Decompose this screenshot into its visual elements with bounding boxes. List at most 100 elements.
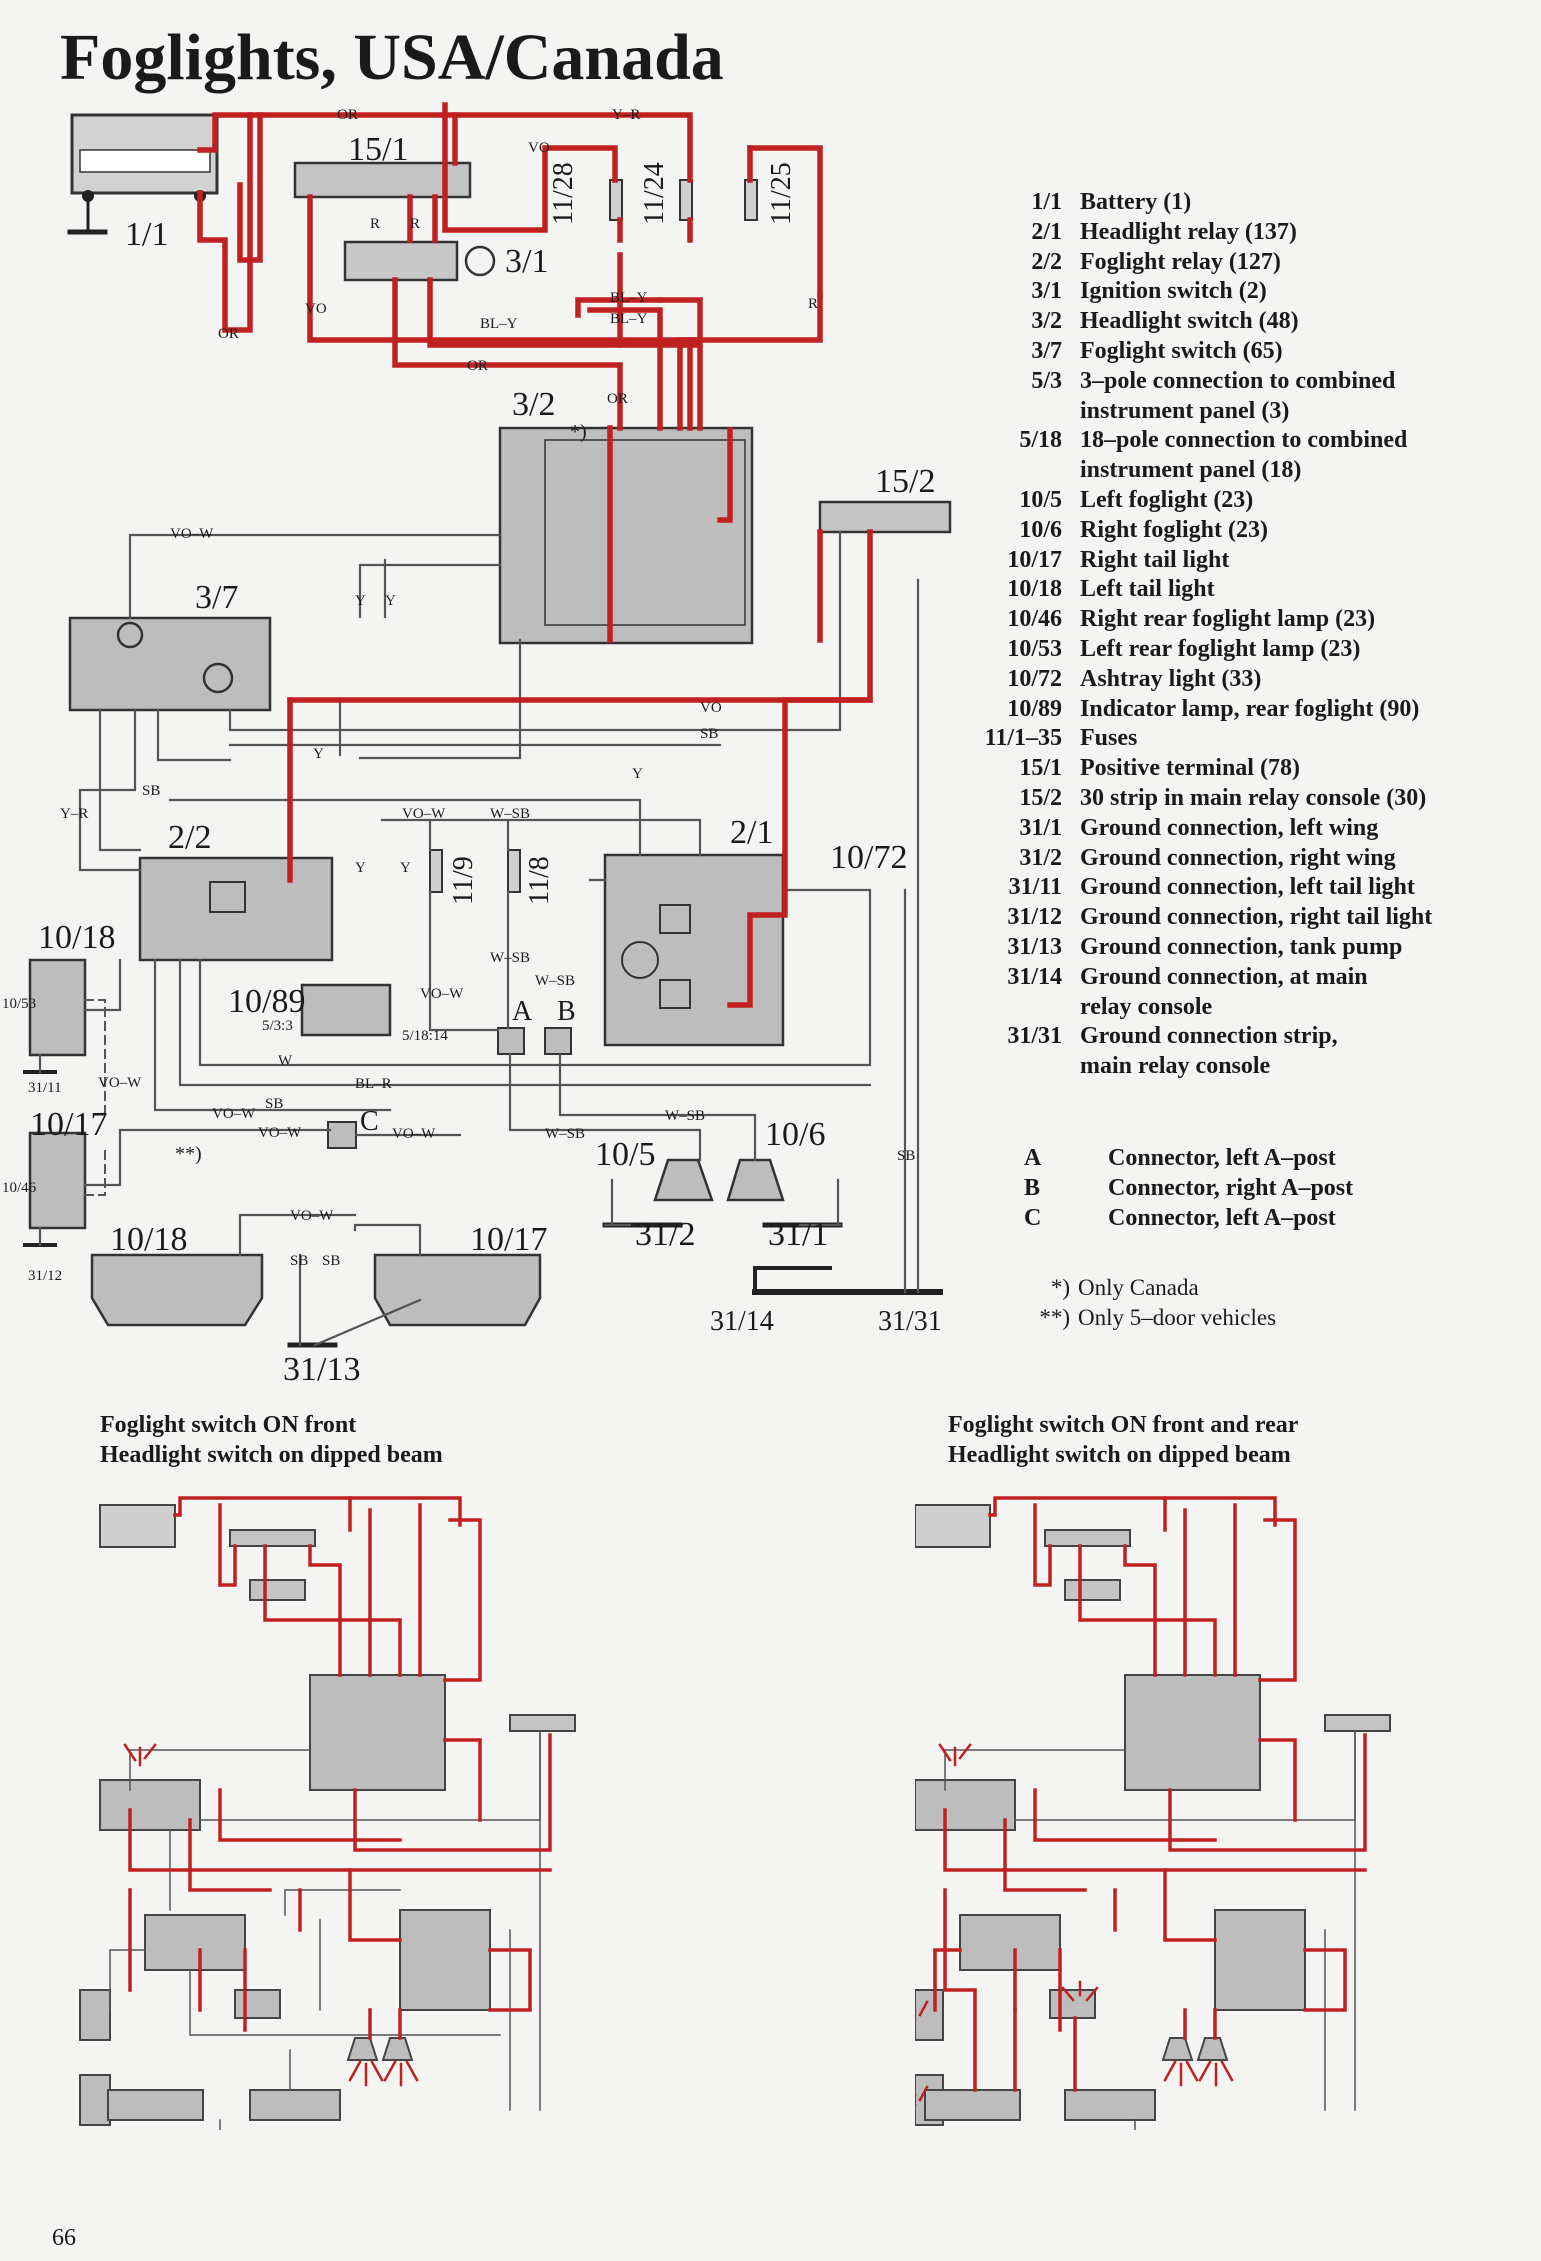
svg-text:VO: VO — [700, 700, 722, 716]
svg-text:W–SB: W–SB — [665, 1108, 705, 1124]
label-10-18: 10/18 — [38, 919, 115, 956]
label-C: C — [360, 1106, 379, 1137]
svg-text:Y: Y — [632, 766, 643, 782]
svg-text:11/28: 11/28 — [548, 162, 579, 225]
legend-row: main relay console — [1080, 1053, 1271, 1080]
svg-text:BL–Y: BL–Y — [610, 290, 648, 306]
svg-text:Y: Y — [313, 746, 324, 762]
svg-text:VO–W: VO–W — [402, 806, 446, 822]
svg-text:11/8: 11/8 — [524, 856, 555, 905]
svg-text:5/3:3: 5/3:3 — [262, 1018, 293, 1034]
svg-text:31/12: 31/12 — [28, 1268, 62, 1284]
svg-text:W–SB: W–SB — [545, 1126, 585, 1142]
label-10-89: 10/89 — [228, 983, 305, 1020]
label-31-14: 31/14 — [710, 1306, 774, 1337]
svg-text:11/25: 11/25 — [766, 162, 797, 225]
svg-text:W–SB: W–SB — [490, 950, 530, 966]
svg-text:Y: Y — [355, 860, 366, 876]
diagram-thumbnail-front — [79, 1496, 576, 2130]
label-31-13: 31/13 — [283, 1351, 360, 1388]
footnotes: *)Only Canada **)Only 5–door vehicles — [1030, 1273, 1276, 1333]
svg-text:10/53: 10/53 — [2, 996, 36, 1012]
svg-text:VO–W: VO–W — [258, 1125, 302, 1141]
label-2-1: 2/1 — [730, 814, 773, 851]
label-2-2: 2/2 — [168, 819, 211, 856]
svg-text:BL–Y: BL–Y — [480, 316, 518, 332]
diagram-thumbnail-front-rear — [915, 1496, 1391, 2130]
label-note-canada: *) — [570, 421, 587, 443]
svg-text:R: R — [370, 216, 380, 232]
svg-text:BL–Y: BL–Y — [610, 311, 648, 327]
footnote-row: *)Only Canada — [1050, 1275, 1199, 1300]
wiring-diagram: 1/1 15/1 3/1 3/2 3/7 15/2 2/2 2/1 10/72 … — [2, 102, 952, 1388]
svg-text:10/46: 10/46 — [2, 1180, 37, 1196]
svg-text:Y: Y — [400, 860, 411, 876]
svg-text:VO: VO — [305, 301, 327, 317]
label-15-2: 15/2 — [875, 463, 935, 500]
label-10-6: 10/6 — [765, 1116, 825, 1153]
svg-text:Y: Y — [355, 593, 366, 609]
svg-text:VO–W: VO–W — [170, 526, 214, 542]
svg-text:W–SB: W–SB — [535, 973, 575, 989]
svg-text:SB: SB — [290, 1253, 308, 1269]
label-10-17: 10/17 — [30, 1106, 107, 1143]
svg-text:OR: OR — [337, 107, 358, 123]
label-10-18-rear: 10/18 — [110, 1221, 187, 1258]
label-31-2: 31/2 — [635, 1216, 695, 1253]
svg-text:W: W — [278, 1053, 293, 1069]
label-3-2: 3/2 — [512, 386, 555, 423]
caption-front: Foglight switch ON front Headlight switc… — [100, 1412, 443, 1468]
svg-text:BL–R: BL–R — [355, 1076, 392, 1092]
svg-text:5/18:14: 5/18:14 — [402, 1028, 448, 1044]
caption-front-rear: Foglight switch ON front and rear Headli… — [948, 1412, 1299, 1468]
svg-text:11/24: 11/24 — [639, 162, 670, 225]
svg-text:VO–W: VO–W — [420, 986, 464, 1002]
svg-text:Y–R: Y–R — [612, 107, 640, 123]
svg-text:VO–W: VO–W — [212, 1106, 256, 1122]
svg-text:SB: SB — [265, 1096, 283, 1112]
svg-text:R: R — [808, 296, 818, 312]
legend-row: instrument panel (3) — [1080, 397, 1290, 424]
label-1-1: 1/1 — [125, 216, 168, 253]
svg-text:SB: SB — [897, 1148, 915, 1164]
label-note-5door: **) — [175, 1143, 202, 1165]
svg-text:OR: OR — [607, 391, 628, 407]
label-31-31: 31/31 — [878, 1306, 942, 1337]
label-31-1: 31/1 — [768, 1216, 828, 1253]
svg-text:VO: VO — [528, 140, 550, 156]
svg-text:OR: OR — [218, 326, 239, 342]
svg-text:SB: SB — [700, 726, 718, 742]
svg-text:VO–W: VO–W — [392, 1126, 436, 1142]
label-A: A — [512, 996, 533, 1027]
legend-row: instrument panel (18) — [1080, 457, 1302, 484]
label-10-72: 10/72 — [830, 839, 907, 876]
page-title: Foglights, USA/Canada — [60, 21, 724, 94]
